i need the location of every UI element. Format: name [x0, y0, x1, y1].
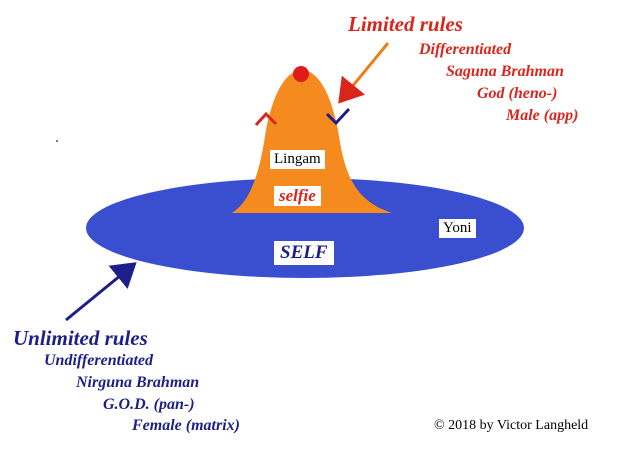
- limited-line-3: God (heno-): [477, 85, 558, 102]
- limited-rules-title: Limited rules: [348, 12, 463, 36]
- lingam-shape: [232, 70, 392, 213]
- selfie-label: selfie: [274, 186, 321, 206]
- unlimited-arrow: [65, 262, 137, 322]
- lingam-label: Lingam: [270, 150, 325, 169]
- unlimited-line-4: Female (matrix): [132, 417, 240, 434]
- left-red-caret: [254, 111, 278, 127]
- yoni-ellipse: [86, 178, 524, 278]
- unlimited-line-2: Nirguna Brahman: [76, 374, 200, 391]
- yoni-label: Yoni: [439, 219, 476, 238]
- limited-line-2: Saguna Brahman: [446, 63, 564, 80]
- stray-dot: [56, 140, 58, 142]
- limited-line-4: Male (app): [506, 107, 579, 124]
- unlimited-line-1: Undifferentiated: [44, 352, 154, 369]
- lingam-tip-dot: [293, 66, 309, 82]
- unlimited-line-3: G.O.D. (pan-): [103, 396, 195, 413]
- copyright-text: © 2018 by Victor Langheld: [434, 418, 589, 433]
- unlimited-rules-title: Unlimited rules: [13, 326, 148, 350]
- right-navy-check: [325, 107, 351, 126]
- self-label: SELF: [274, 241, 334, 265]
- limited-arrow: [338, 42, 390, 104]
- limited-line-1: Differentiated: [419, 41, 512, 58]
